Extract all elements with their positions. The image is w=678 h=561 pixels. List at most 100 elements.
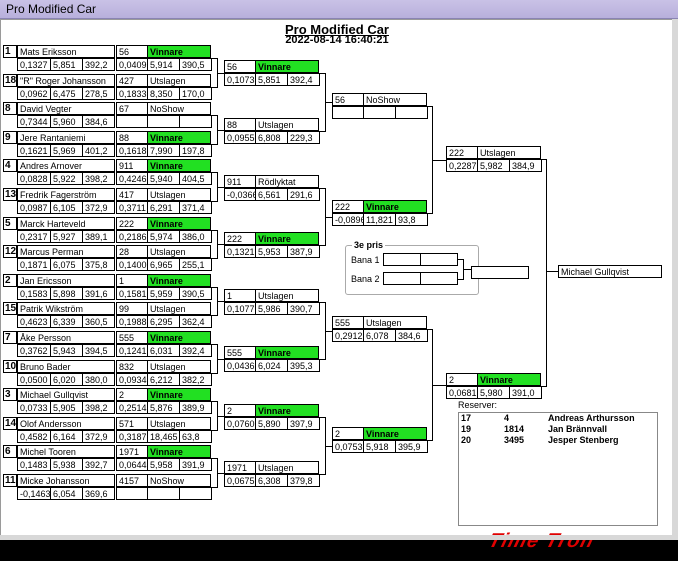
r1-result-number[interactable]: 222 <box>116 217 148 230</box>
r2-result-number[interactable]: 56 <box>224 60 256 73</box>
r1-result-status[interactable]: Utslagen <box>147 188 211 201</box>
bracket-line <box>463 269 471 270</box>
r2-result-status[interactable]: Vinnare <box>255 232 319 245</box>
r1-result-status[interactable]: Utslagen <box>147 360 211 373</box>
r3-result-number[interactable]: 222 <box>332 200 364 213</box>
title-bar[interactable]: Pro Modified Car <box>0 0 678 19</box>
reserve-name: Jesper Stenberg <box>548 435 619 445</box>
r4-result-number[interactable]: 222 <box>446 146 478 159</box>
r1-result-status[interactable]: Utslagen <box>147 417 211 430</box>
r2-result-status[interactable]: Utslagen <box>255 461 319 474</box>
driver-name[interactable]: Jan Ericsson <box>17 274 115 287</box>
r1-result-speed <box>179 115 212 128</box>
r1-result-rt: 0,2186 <box>116 230 148 243</box>
r2-result-number[interactable]: 555 <box>224 346 256 359</box>
driver-name[interactable]: Patrik Wikström <box>17 302 115 315</box>
r2-result-number[interactable]: 222 <box>224 232 256 245</box>
r4-result-status[interactable]: Vinnare <box>477 373 541 386</box>
r2-result-number[interactable]: 1971 <box>224 461 256 474</box>
r2-result-number[interactable]: 911 <box>224 175 256 188</box>
r3-result-status[interactable]: Utslagen <box>363 316 427 329</box>
driver-name[interactable]: "R" Roger Johansson <box>17 74 115 87</box>
driver-name[interactable]: Mats Eriksson <box>17 45 115 58</box>
driver-name[interactable]: Michel Tooren <box>17 445 115 458</box>
seed-number: 13 <box>3 188 17 201</box>
r3-result-status[interactable]: NoShow <box>363 93 427 106</box>
driver-speed: 401,2 <box>82 144 115 157</box>
r1-result-status[interactable]: Vinnare <box>147 131 211 144</box>
r2-result-et: 6,561 <box>255 188 288 201</box>
r1-result-status[interactable]: Vinnare <box>147 159 211 172</box>
r1-result-number[interactable]: 571 <box>116 417 148 430</box>
r3-result-number[interactable]: 2 <box>332 427 364 440</box>
driver-et: 6,164 <box>50 430 83 443</box>
r1-result-number[interactable]: 832 <box>116 360 148 373</box>
r1-result-number[interactable]: 56 <box>116 45 148 58</box>
r3-result-number[interactable]: 555 <box>332 316 364 329</box>
r1-result-et: 6,291 <box>147 201 180 214</box>
driver-name[interactable]: Michael Gullqvist <box>17 388 115 401</box>
r1-result-number[interactable]: 99 <box>116 302 148 315</box>
driver-name[interactable]: Marck Harteveld <box>17 217 115 230</box>
r1-result-status[interactable]: Vinnare <box>147 274 211 287</box>
driver-speed: 392,2 <box>82 58 115 71</box>
r1-result-status[interactable]: Vinnare <box>147 331 211 344</box>
driver-name[interactable]: Micke Johansson <box>17 474 115 487</box>
r2-result-et: 5,986 <box>255 302 288 315</box>
driver-name[interactable]: Jere Rantaniemi <box>17 131 115 144</box>
r1-result-number[interactable]: 1971 <box>116 445 148 458</box>
lane-1-status[interactable] <box>420 253 458 266</box>
lane-2-status[interactable] <box>420 272 458 285</box>
r2-result-status[interactable]: Vinnare <box>255 404 319 417</box>
driver-name[interactable]: Fredrik Fagerström <box>17 188 115 201</box>
r2-result-et: 5,890 <box>255 417 288 430</box>
bracket-line <box>217 187 224 188</box>
r1-result-status[interactable]: Vinnare <box>147 45 211 58</box>
r1-result-status[interactable]: Utslagen <box>147 74 211 87</box>
driver-name[interactable]: David Vegter <box>17 102 115 115</box>
r2-result-status[interactable]: Utslagen <box>255 118 319 131</box>
r1-result-number[interactable]: 28 <box>116 245 148 258</box>
lane-2-number[interactable] <box>383 272 421 285</box>
r2-result-number[interactable]: 1 <box>224 289 256 302</box>
driver-name[interactable]: Andres Arnover <box>17 159 115 172</box>
r1-result-status[interactable]: NoShow <box>147 102 211 115</box>
third-place-result[interactable] <box>471 266 529 279</box>
r2-result-et: 6,024 <box>255 359 288 372</box>
r3-result-speed <box>395 106 428 119</box>
r3-result-status[interactable]: Vinnare <box>363 200 427 213</box>
r1-result-number[interactable]: 427 <box>116 74 148 87</box>
r1-result-number[interactable]: 2 <box>116 388 148 401</box>
r2-result-number[interactable]: 88 <box>224 118 256 131</box>
r4-result-number[interactable]: 2 <box>446 373 478 386</box>
r1-result-number[interactable]: 4157 <box>116 474 148 487</box>
r1-result-status[interactable]: Vinnare <box>147 388 211 401</box>
r1-result-number[interactable]: 417 <box>116 188 148 201</box>
r4-result-status[interactable]: Utslagen <box>477 146 541 159</box>
r1-result-number[interactable]: 911 <box>116 159 148 172</box>
r3-result-status[interactable]: Vinnare <box>363 427 427 440</box>
r1-result-number[interactable]: 555 <box>116 331 148 344</box>
champion-name[interactable]: Michael Gullqvist <box>558 265 662 278</box>
r2-result-status[interactable]: Vinnare <box>255 60 319 73</box>
r2-result-status[interactable]: Utslagen <box>255 289 319 302</box>
r2-result-speed: 387,9 <box>287 245 320 258</box>
r1-result-number[interactable]: 88 <box>116 131 148 144</box>
r1-result-status[interactable]: NoShow <box>147 474 211 487</box>
driver-name[interactable]: Åke Persson <box>17 331 115 344</box>
r1-result-number[interactable]: 1 <box>116 274 148 287</box>
r1-result-status[interactable]: Vinnare <box>147 445 211 458</box>
r1-result-number[interactable]: 67 <box>116 102 148 115</box>
r2-result-status[interactable]: Rödlyktat <box>255 175 319 188</box>
driver-name[interactable]: Marcus Perman <box>17 245 115 258</box>
r2-result-number[interactable]: 2 <box>224 404 256 417</box>
r1-result-status[interactable]: Utslagen <box>147 245 211 258</box>
r1-result-status[interactable]: Utslagen <box>147 302 211 315</box>
driver-name[interactable]: Olof Andersson <box>17 417 115 430</box>
driver-name[interactable]: Bruno Bader <box>17 360 115 373</box>
bracket-line <box>320 131 326 132</box>
r3-result-number[interactable]: 56 <box>332 93 364 106</box>
lane-1-number[interactable] <box>383 253 421 266</box>
r2-result-status[interactable]: Vinnare <box>255 346 319 359</box>
r1-result-status[interactable]: Vinnare <box>147 217 211 230</box>
